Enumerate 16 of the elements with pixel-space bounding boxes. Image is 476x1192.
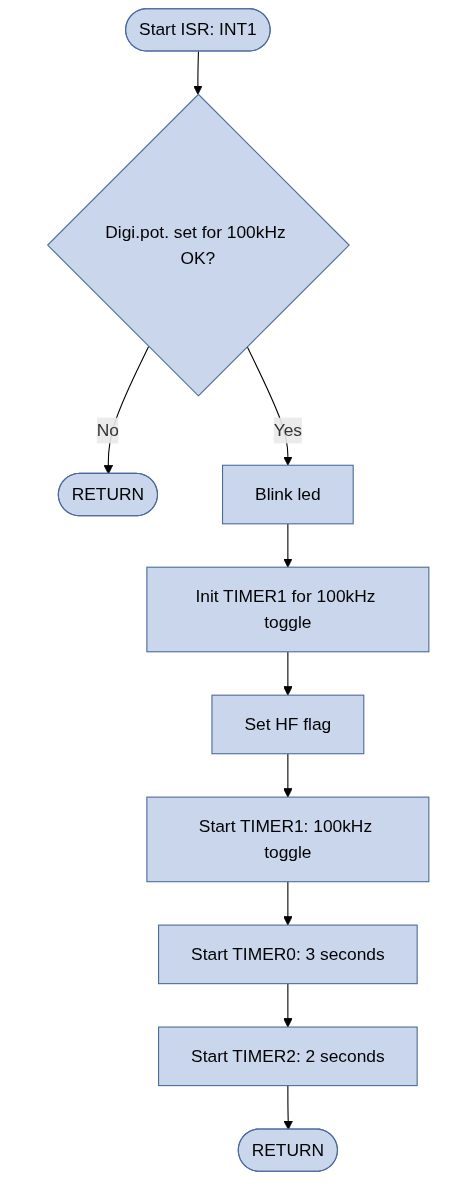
node-box: Start TIMER1: 100kHz toggle [146, 796, 430, 883]
node-box: Start TIMER0: 3 seconds [157, 924, 418, 985]
node-box: Start TIMER2: 2 seconds [157, 1026, 418, 1087]
arrow [282, 753, 293, 798]
arrow [192, 50, 203, 95]
arrow [283, 1085, 293, 1130]
edge-label: No [96, 420, 119, 440]
node-box: Blink led [221, 464, 354, 525]
node-box: Init TIMER1 for 100kHz toggle [146, 566, 430, 653]
arrow [282, 881, 293, 926]
node-box: Set HF flag [211, 694, 365, 755]
arrow [282, 983, 293, 1028]
arrow [282, 651, 293, 696]
node-diamond: Digi.pot. set for 100kHz OK? [46, 93, 350, 397]
edge-label: Yes [273, 420, 302, 440]
arrow [282, 523, 293, 568]
